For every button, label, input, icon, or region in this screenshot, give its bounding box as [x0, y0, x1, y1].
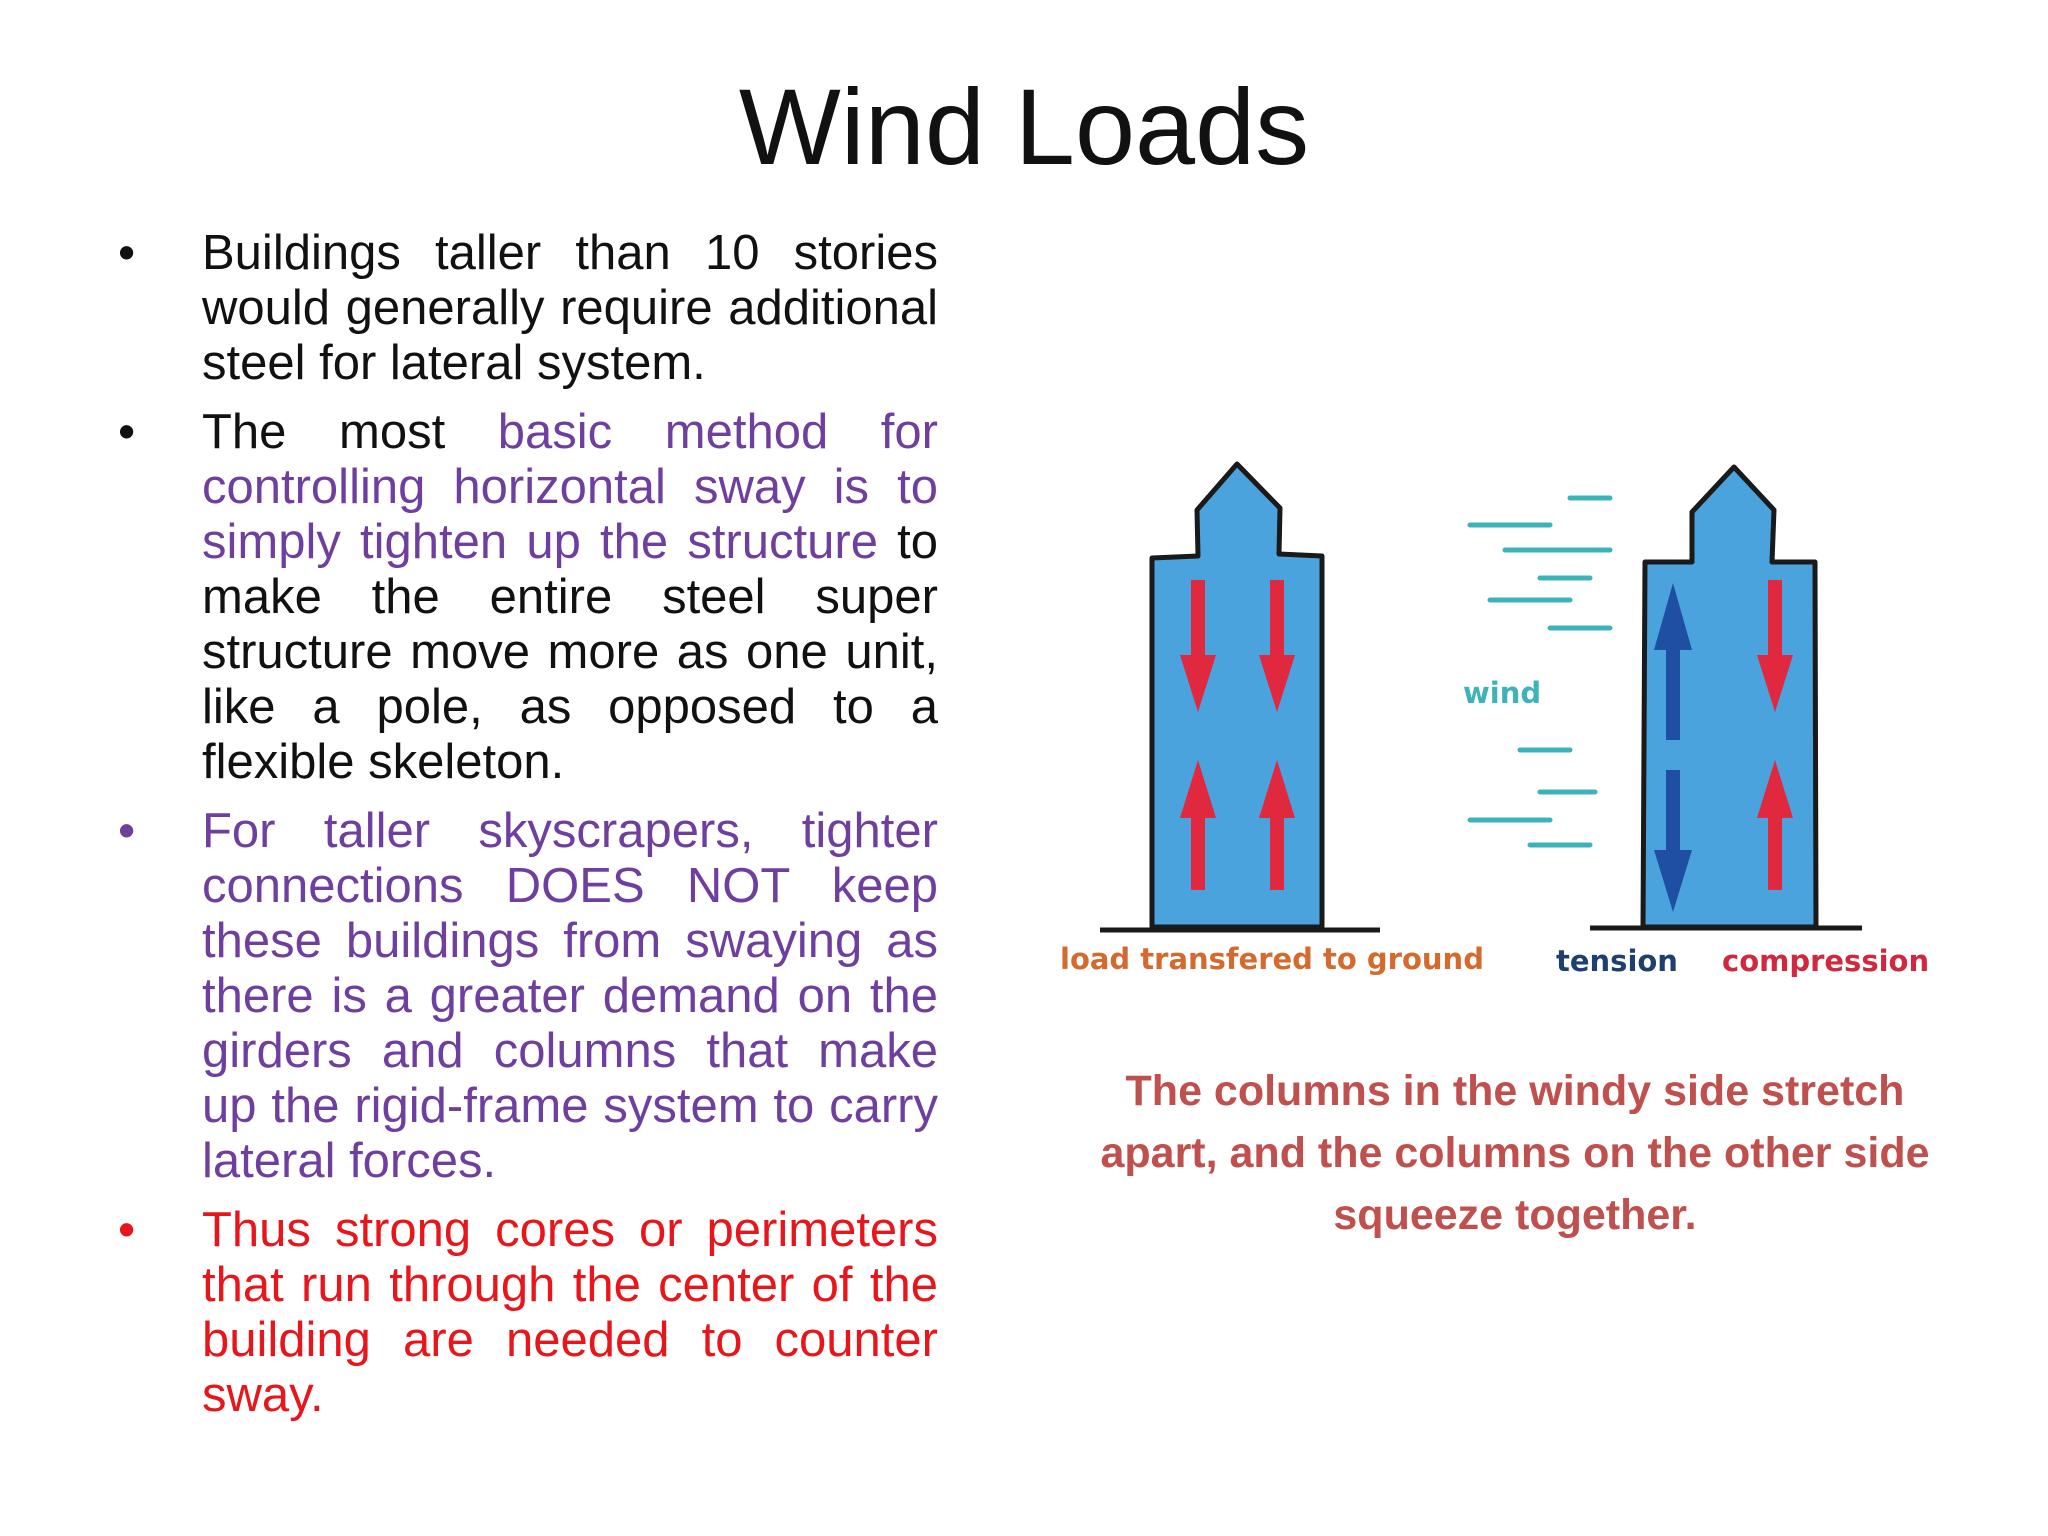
left-building — [1149, 461, 1325, 930]
wind-label: wind — [1463, 676, 1541, 710]
bullet-list: • Buildings taller than 10 stories would… — [118, 226, 938, 1437]
bullet-item: • Buildings taller than 10 stories would… — [118, 226, 938, 391]
load-transfer-label: load transfered to ground — [1060, 942, 1484, 976]
bullet-marker: • — [118, 405, 136, 459]
bullet-text: The most — [202, 405, 498, 459]
compression-arrows — [1757, 580, 1793, 890]
bullet-text: Thus strong cores or perimeters that run… — [202, 1203, 938, 1422]
slide-title: Wind Loads — [738, 66, 1310, 187]
bullet-item: • The most basic method for controlling … — [118, 405, 938, 790]
bullet-marker: • — [118, 226, 136, 280]
bullet-text-highlight: basic method for controlling horizontal … — [202, 405, 938, 569]
bullet-marker: • — [118, 1203, 136, 1257]
diagram-caption: The columns in the windy side stretch ap… — [1100, 1067, 1930, 1239]
bullet-item: • Thus strong cores or perimeters that r… — [118, 1203, 938, 1423]
bullet-item: • For taller skyscrapers, tighter connec… — [118, 804, 938, 1189]
compression-label: compression — [1722, 944, 1929, 978]
wind-lines — [1467, 495, 1613, 848]
left-down-arrows — [1180, 580, 1295, 712]
tension-arrows — [1654, 583, 1692, 912]
tension-label: tension — [1556, 944, 1678, 978]
left-up-arrows — [1180, 760, 1295, 890]
bullet-text: to make the entire steel super structure… — [202, 515, 939, 789]
bullet-marker: • — [118, 804, 136, 858]
bullet-text: For taller skyscrapers, tighter connecti… — [202, 804, 938, 1188]
wind-load-illustration: wind load transfered to ground tension c… — [1060, 461, 1929, 978]
wind-load-diagram: wind load transfered to ground tension c… — [1050, 450, 1950, 1010]
bullet-text: Buildings taller than 10 stories would g… — [202, 226, 938, 390]
